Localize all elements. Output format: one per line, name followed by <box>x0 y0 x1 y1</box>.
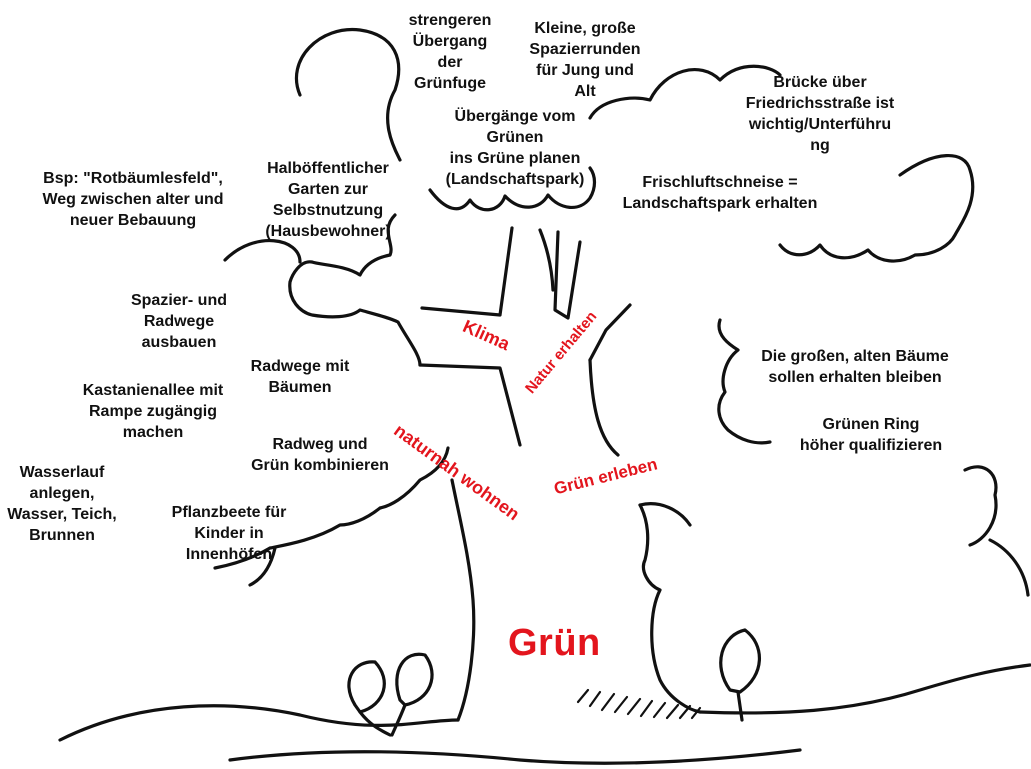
note-grosse-baeume: Die großen, alten Bäume sollen erhalten … <box>735 346 975 388</box>
title-gruen: Grün <box>508 622 601 665</box>
branch-left <box>422 228 512 315</box>
crown-outline-left-upper <box>225 241 300 262</box>
crown-outline-right-lower <box>965 467 996 545</box>
note-rotbaeumlesfeld: Bsp: "Rotbäumlesfeld", Weg zwischen alte… <box>22 168 244 231</box>
note-pflanzbeete: Pflanzbeete für Kinder in Innenhöfen <box>154 502 304 565</box>
crown-outline-right-edge <box>990 540 1028 595</box>
ground-right <box>700 665 1030 713</box>
branch-center <box>555 232 580 318</box>
note-uebergaenge: Übergänge vom Grünen ins Grüne planen (L… <box>430 106 600 190</box>
leaf-right-stem <box>738 692 742 720</box>
note-spazierrunden: Kleine, große Spazierrunden für Jung und… <box>515 18 655 102</box>
note-radwege-baeume: Radwege mit Bäumen <box>240 356 360 398</box>
branch-left-lower <box>420 365 520 445</box>
note-frischluftschneise: Frischluftschneise = Landschaftspark erh… <box>600 172 840 214</box>
note-strengeren-uebergang: strengeren Übergang der Grünfuge <box>390 10 510 94</box>
trunk-left <box>452 480 474 720</box>
note-gruener-ring: Grünen Ring höher qualifizieren <box>786 414 956 456</box>
branch-right <box>590 305 630 360</box>
note-kastanienallee: Kastanienallee mit Rampe zugängig machen <box>58 380 248 443</box>
note-spazier-radwege: Spazier- und Radwege ausbauen <box>104 290 254 353</box>
note-radweg-gruen: Radweg und Grün kombinieren <box>240 434 400 476</box>
ground-bottom <box>230 750 800 763</box>
leaf-left-2 <box>397 654 432 705</box>
trunk-right <box>640 505 700 712</box>
leaf-right <box>721 630 760 692</box>
leaf-left-1 <box>349 662 384 712</box>
note-wasserlauf: Wasserlauf anlegen, Wasser, Teich, Brunn… <box>2 462 122 546</box>
note-halboeffentlicher-garten: Halböffentlicher Garten zur Selbstnutzun… <box>243 158 413 242</box>
branch-right-lower <box>590 360 618 455</box>
branch-stub <box>540 230 553 290</box>
note-bruecke: Brücke über Friedrichsstraße ist wichtig… <box>720 72 920 156</box>
crown-outline-top-left <box>296 30 400 160</box>
